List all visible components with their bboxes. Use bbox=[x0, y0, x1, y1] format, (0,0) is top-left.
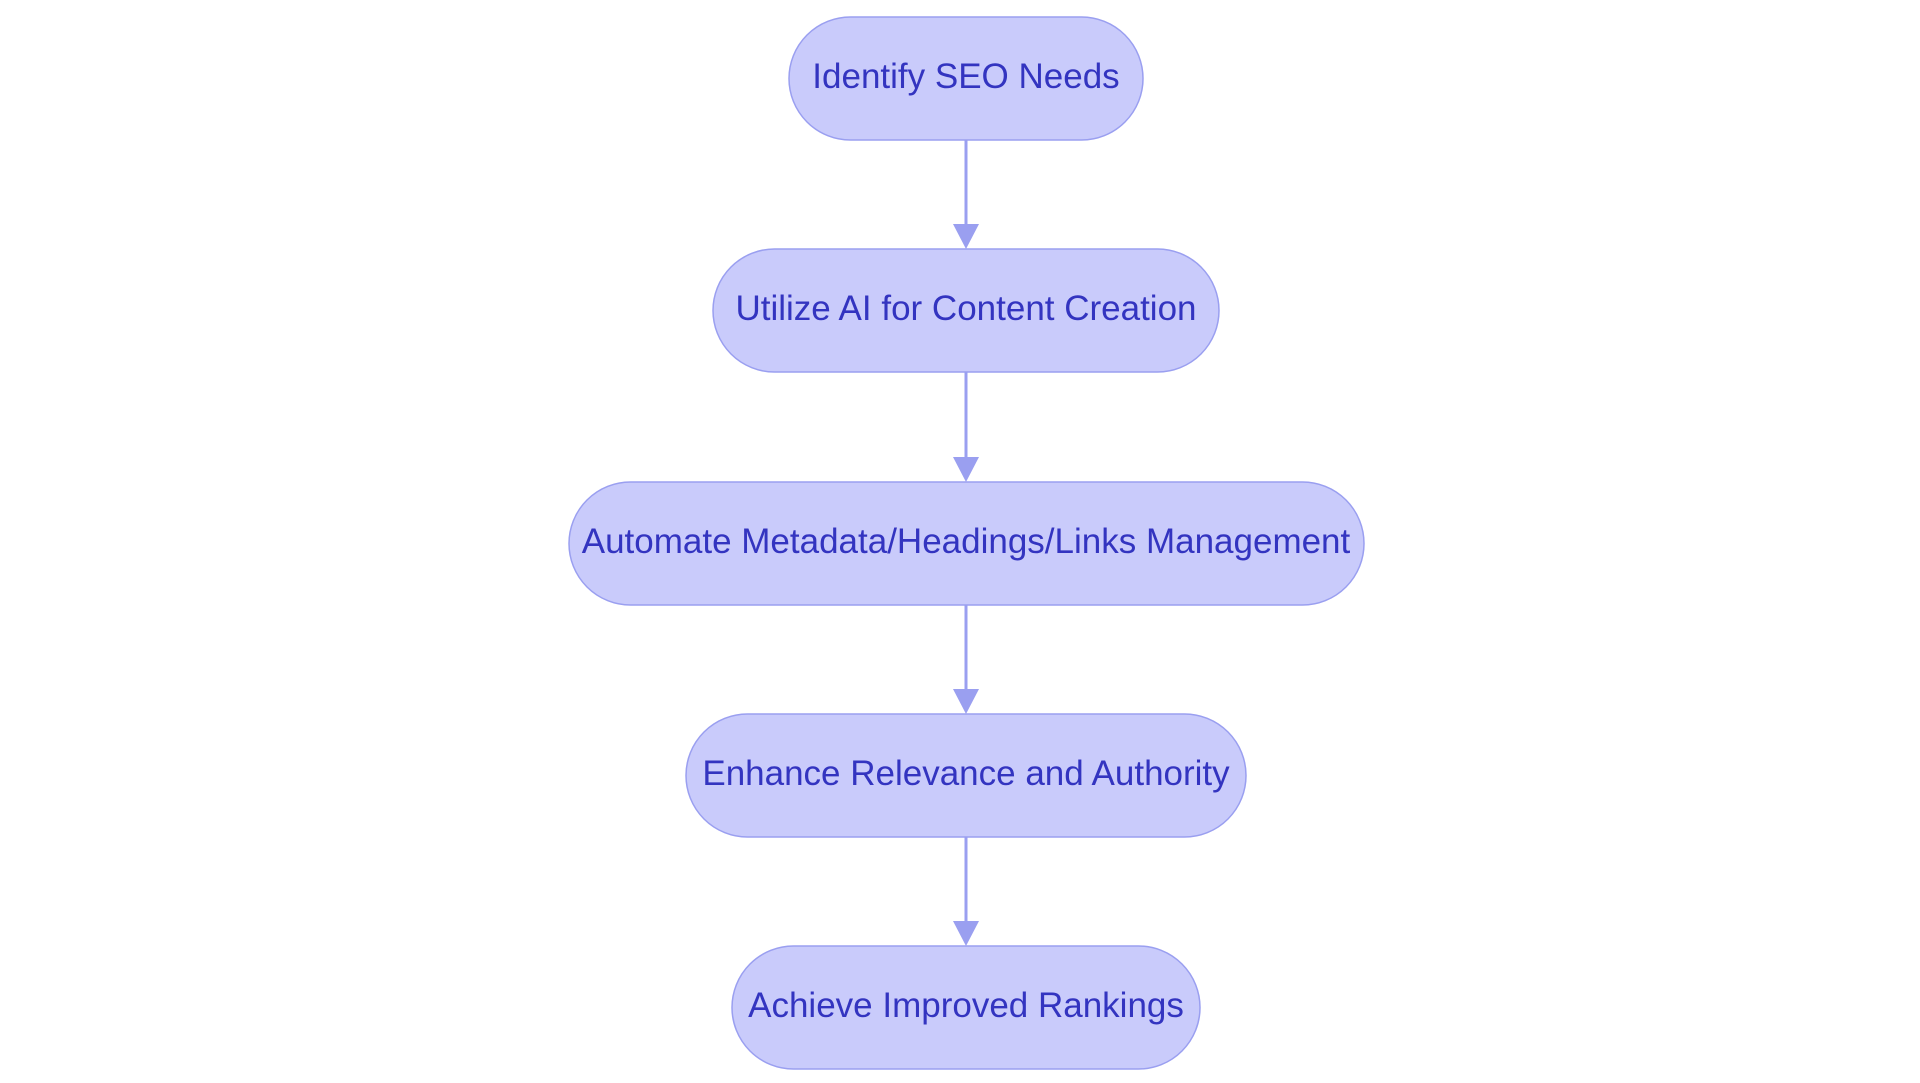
node-shape bbox=[685, 713, 1247, 838]
edge bbox=[953, 605, 979, 714]
flow-node: Enhance Relevance and Authority bbox=[685, 713, 1247, 838]
node-label: Utilize AI for Content Creation bbox=[735, 289, 1196, 328]
flow-node: Achieve Improved Rankings bbox=[731, 945, 1201, 1070]
edge-arrowhead bbox=[953, 224, 979, 249]
node-shape bbox=[568, 481, 1365, 606]
node-shape bbox=[788, 16, 1144, 141]
node-shape bbox=[712, 248, 1220, 373]
node-label: Identify SEO Needs bbox=[812, 57, 1119, 96]
flow-node: Identify SEO Needs bbox=[788, 16, 1144, 141]
edge-arrowhead bbox=[953, 457, 979, 482]
edge-arrowhead bbox=[953, 921, 979, 946]
node-label: Enhance Relevance and Authority bbox=[702, 754, 1230, 793]
node-shape bbox=[731, 945, 1201, 1070]
node-label: Automate Metadata/Headings/Links Managem… bbox=[582, 522, 1351, 561]
node-label: Achieve Improved Rankings bbox=[748, 986, 1184, 1025]
edge-arrowhead bbox=[953, 689, 979, 714]
edge bbox=[953, 837, 979, 946]
edge bbox=[953, 372, 979, 482]
flow-node: Utilize AI for Content Creation bbox=[712, 248, 1220, 373]
edge bbox=[953, 140, 979, 249]
flow-node: Automate Metadata/Headings/Links Managem… bbox=[568, 481, 1365, 606]
